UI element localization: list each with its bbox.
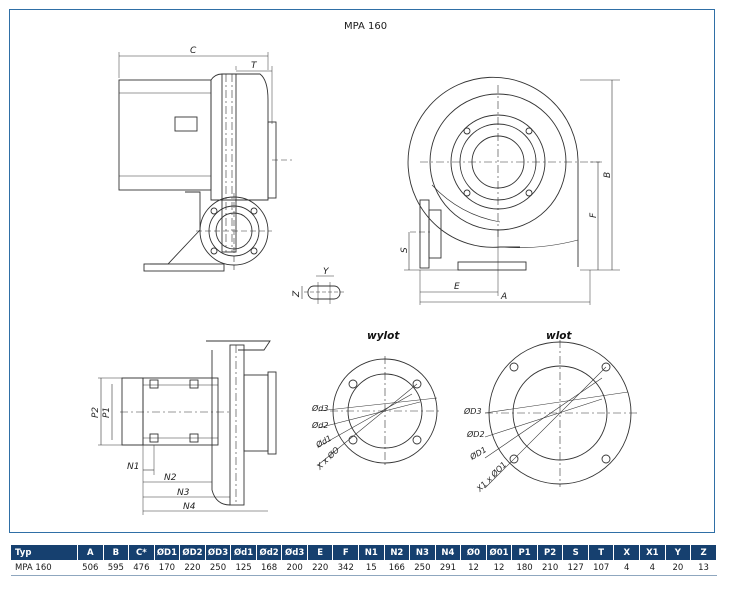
top-view [98,340,277,515]
outlet-square-caption: wlot [546,330,573,342]
table-cell: 127 [562,560,589,576]
dim-f-label: F [589,212,599,218]
dim-d1-label: Ød1 [313,433,333,450]
dim-c-label: C [190,46,197,56]
dim-p2-label: P2 [91,407,101,418]
table-cell: 220 [307,560,333,576]
table-cell: 506 [77,560,104,576]
column-header: ØD1 [154,545,181,560]
table-cell: 168 [256,560,282,576]
front-view [404,76,620,305]
column-header: F [332,545,360,560]
table-cell: 12 [486,560,512,576]
outlet-flange-round [317,356,440,466]
side-view [118,52,292,272]
drawing-title: MPA 160 [343,21,388,32]
dim-d3-label: Ød3 [311,403,328,413]
table-cell: 250 [205,560,231,576]
table-cell: 107 [588,560,614,576]
column-header: N4 [435,545,462,560]
column-header: Ø01 [486,545,513,560]
column-header: A [77,545,104,560]
column-header: S [562,545,589,560]
column-header: Ød1 [230,545,257,560]
hole-detail-view [301,275,344,304]
column-header: N1 [358,545,385,560]
dim-n3-label: N3 [177,488,190,498]
dim-d2-label: Ød2 [311,420,328,430]
column-header: X [613,545,641,560]
dim-y-label: Y [323,267,330,277]
table-cell: 476 [128,560,155,576]
dim-b-label: B [603,172,613,178]
dim-D1-label: ØD1 [467,444,488,462]
column-header: ØD2 [179,545,206,560]
technical-drawing: C T B F S E A Y Z P2 P1 N1 N2 N3 N4 Ød3 … [91,46,640,515]
column-header: Ød2 [256,545,283,560]
dim-t-label: T [251,61,258,71]
table-cell: 342 [332,560,359,576]
dim-s-label: S [400,247,410,253]
column-header: X1 [639,545,666,560]
column-header: Typ [11,545,78,560]
drawing-frame [9,9,715,533]
column-header: Ø0 [460,545,487,560]
dim-n2-label: N2 [164,473,177,483]
column-header: Z [690,545,717,560]
dim-a-label: A [500,292,507,302]
dim-D2-label: ØD2 [466,429,485,439]
dim-p1-label: P1 [102,407,112,418]
dim-x1-label: X1 x ØO1 [474,459,509,494]
column-header: Ød3 [281,545,308,560]
table-cell: 595 [103,560,129,576]
column-header: N2 [384,545,411,560]
dim-e-label: E [454,282,460,292]
table-cell: 220 [179,560,206,576]
column-header: B [103,545,130,560]
table-cell: 210 [537,560,563,576]
dim-D3-label: ØD3 [463,406,482,416]
table-cell: 125 [230,560,257,576]
table-cell: 15 [358,560,385,576]
dim-z-label: Z [292,290,302,298]
column-header: T [588,545,615,560]
table-cell: 200 [281,560,308,576]
table-cell: 170 [154,560,180,576]
table-cell: 180 [511,560,538,576]
table-cell: 250 [409,560,436,576]
table-cell: MPA 160 [11,560,78,576]
column-header: ØD3 [205,545,232,560]
table-cell: 12 [460,560,487,576]
outlet-round-caption: wylot [367,330,400,342]
table-cell: 4 [639,560,666,576]
table-cell: 20 [665,560,691,576]
dim-n1-label: N1 [127,462,139,472]
table-cell: 4 [613,560,640,576]
column-header: Y [665,545,692,560]
column-header: P1 [511,545,538,560]
table-cell: 166 [384,560,410,576]
column-header: E [307,545,334,560]
table-cell: 13 [690,560,717,576]
column-header: N3 [409,545,436,560]
dim-n4-label: N4 [183,502,196,512]
table-cell: 291 [435,560,461,576]
inlet-flange-square [484,340,640,489]
column-header: C* [128,545,155,560]
column-header: P2 [537,545,564,560]
